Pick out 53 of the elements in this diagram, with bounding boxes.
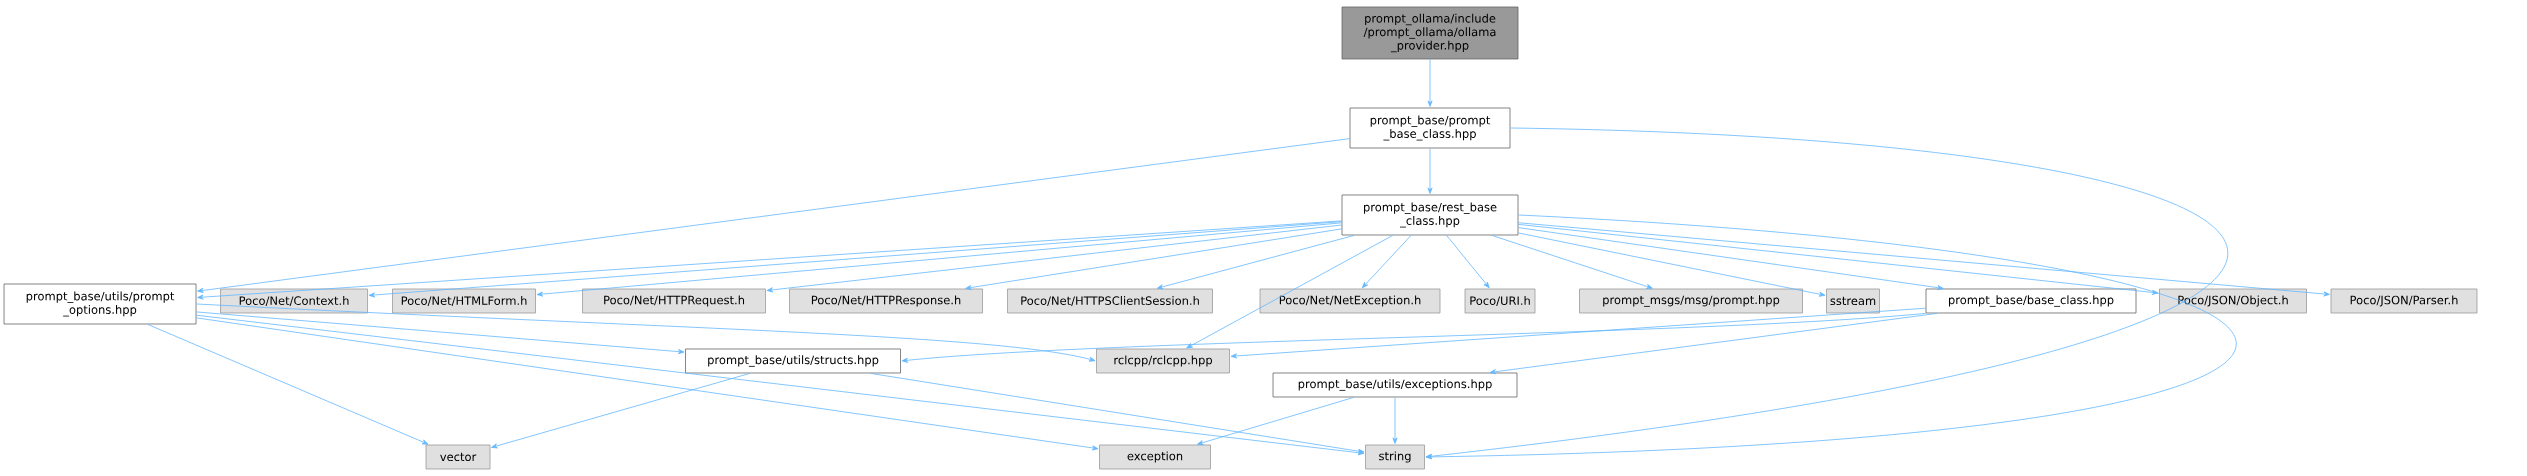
arrow [1425,214,2237,460]
header-file-box: Poco/JSON/Object.h [2159,288,2307,314]
arrow [1156,235,1355,290]
header-file-box: prompt_base/utils/structs.hpp [685,348,901,374]
arrow [196,303,1096,362]
header-file-box: Poco/Net/HTTPResponse.h [789,288,983,314]
header-file-box: Poco/Net/NetException.h [1259,288,1441,314]
header-file-box: Poco/Net/HTTPSClientSession.h [1007,288,1213,314]
arrow [1427,59,1433,107]
arrow [147,324,429,445]
arrow [1230,307,1926,359]
header-file-box: Poco/Net/HTTPRequest.h [582,288,766,314]
arrow [766,224,1342,293]
arrow [1197,397,1355,446]
header-file-box: prompt_msgs/msg/prompt.hpp [1579,288,1803,314]
header-file-box: Poco/URI.h [1464,288,1536,314]
header-file-box: string [1365,444,1425,470]
arrow [1518,223,2159,295]
header-file-box: prompt_base/rest_base _class.hpp [1341,194,1519,236]
arrow [1186,235,1394,349]
header-file-box: prompt_base/utils/exceptions.hpp [1272,372,1518,398]
header-file-box: sstream [1826,288,1880,314]
header-file-box: prompt_ollama/include /prompt_ollama/ollama _provider.hpp [1341,6,1519,60]
arrow [196,314,1365,456]
arrow [197,138,1350,293]
arrow [1425,127,2228,459]
header-file-box: vector [425,444,491,470]
arrow [1427,148,1433,194]
arrow [1489,313,1938,375]
header-file-box: prompt_base/prompt _base_class.hpp [1349,107,1511,149]
arrow [1518,222,2330,297]
arrow [197,220,1342,300]
arrow [901,313,1926,363]
arrow [196,317,1099,451]
arrow [965,228,1342,290]
arrow [1446,235,1490,289]
arrow [196,311,685,355]
arrow [491,373,751,449]
arrow [1518,227,1944,291]
arrow [536,222,1342,297]
arrow [1518,232,1826,297]
header-file-box: Poco/Net/HTMLForm.h [392,288,536,314]
arrow [1392,397,1398,444]
header-file-box: exception [1099,444,1211,470]
header-file-box: Poco/Net/Context.h [220,288,368,314]
header-file-box: Poco/JSON/Parser.h [2330,288,2478,314]
arrow [1491,235,1653,289]
header-file-box: prompt_base/utils/prompt _options.hpp [3,283,197,325]
arrow [870,373,1365,454]
arrow [368,221,1342,298]
header-file-box: prompt_base/base_class.hpp [1925,288,2137,314]
header-file-box: rclcpp/rclcpp.hpp [1096,348,1230,374]
arrow [1361,235,1412,289]
